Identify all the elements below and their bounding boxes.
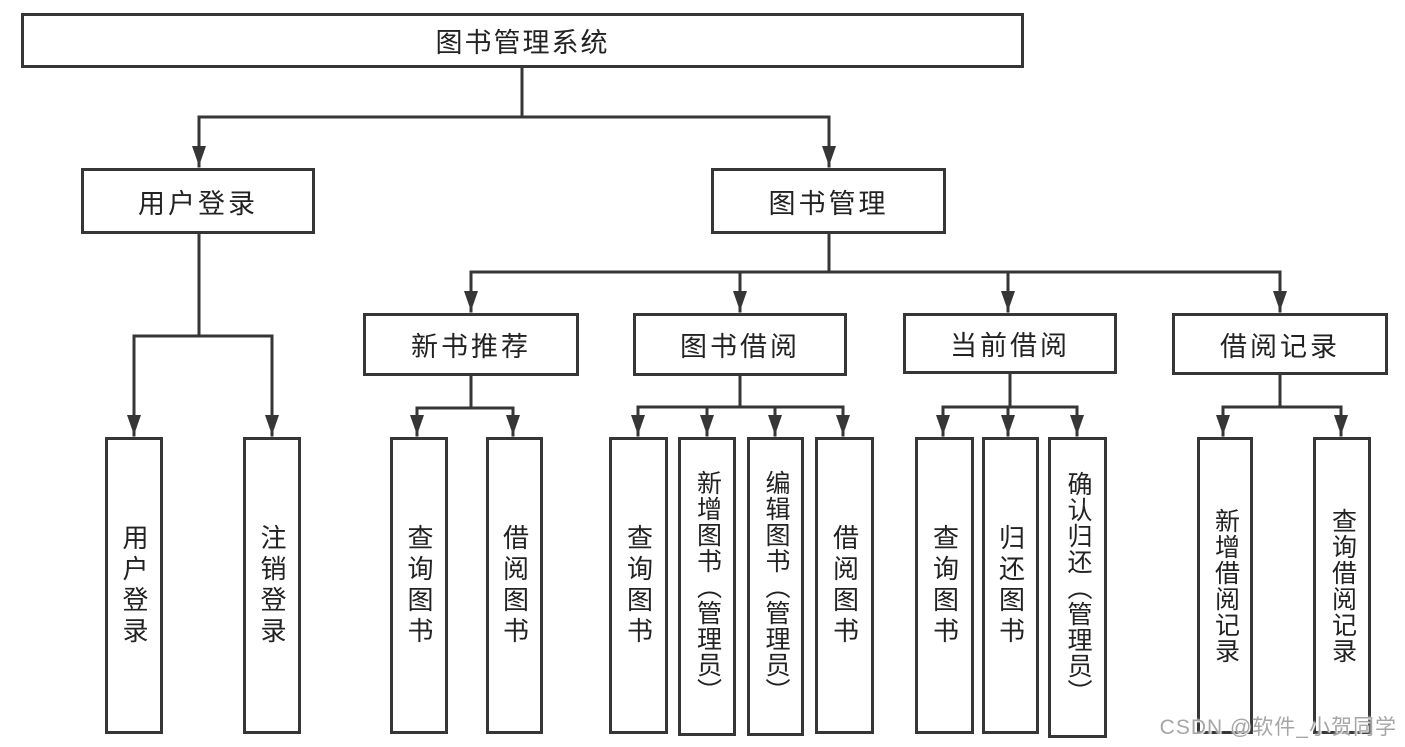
node-label: 当前借阅 (950, 331, 1070, 361)
node-library-management-system: 图书管理系统 (21, 13, 1024, 68)
leaf-confirm-return-admin: 确认归还（管理员） (1048, 437, 1107, 738)
leaf-add-borrow-record: 新增借阅记录 (1197, 437, 1253, 734)
node-label: 新增图书（管理员） (693, 469, 722, 704)
node-borrow-records: 借阅记录 (1172, 313, 1388, 375)
node-label: 新增借阅记录 (1211, 507, 1240, 664)
node-label: 图书管理 (768, 188, 889, 219)
node-label: 借阅记录 (1220, 331, 1340, 362)
node-label: 借阅图书 (829, 523, 860, 648)
node-label: 归还图书 (995, 523, 1026, 648)
leaf-borrow-books-recommend: 借阅图书 (486, 437, 543, 734)
node-label: 查询图书 (404, 523, 435, 648)
leaf-query-books-borrow: 查询图书 (609, 437, 668, 734)
node-label: 确认归还（管理员） (1064, 470, 1092, 705)
leaf-return-books: 归还图书 (982, 437, 1039, 734)
node-book-borrow: 图书借阅 (633, 313, 847, 376)
node-label: 用户登录 (138, 188, 258, 219)
leaf-query-books-current: 查询图书 (915, 437, 974, 734)
node-user-login: 用户登录 (81, 168, 315, 234)
node-label: 查询图书 (929, 523, 960, 648)
leaf-logout: 注销登录 (243, 437, 301, 734)
node-label: 新书推荐 (411, 332, 531, 362)
node-label: 查询图书 (623, 523, 654, 648)
node-label: 编辑图书（管理员） (762, 469, 790, 704)
leaf-query-books-recommend: 查询图书 (390, 437, 448, 734)
node-label: 借阅图书 (499, 523, 530, 648)
leaf-user-login: 用户登录 (105, 437, 163, 734)
node-book-management: 图书管理 (711, 168, 946, 234)
leaf-query-borrow-record: 查询借阅记录 (1313, 437, 1371, 734)
leaf-borrow-books: 借阅图书 (815, 437, 874, 734)
node-label: 查询借阅记录 (1328, 507, 1357, 664)
node-label: 注销登录 (257, 523, 288, 648)
node-new-book-recommend: 新书推荐 (363, 313, 579, 376)
leaf-add-books-admin: 新增图书（管理员） (678, 437, 736, 736)
csdn-watermark: CSDN @软件_小贺同学 (1159, 716, 1397, 739)
node-label: 用户登录 (119, 523, 150, 648)
node-label: 图书管理系统 (435, 28, 610, 58)
leaf-edit-books-admin: 编辑图书（管理员） (747, 437, 804, 736)
node-current-borrow: 当前借阅 (903, 313, 1117, 374)
node-label: 图书借阅 (680, 332, 800, 362)
